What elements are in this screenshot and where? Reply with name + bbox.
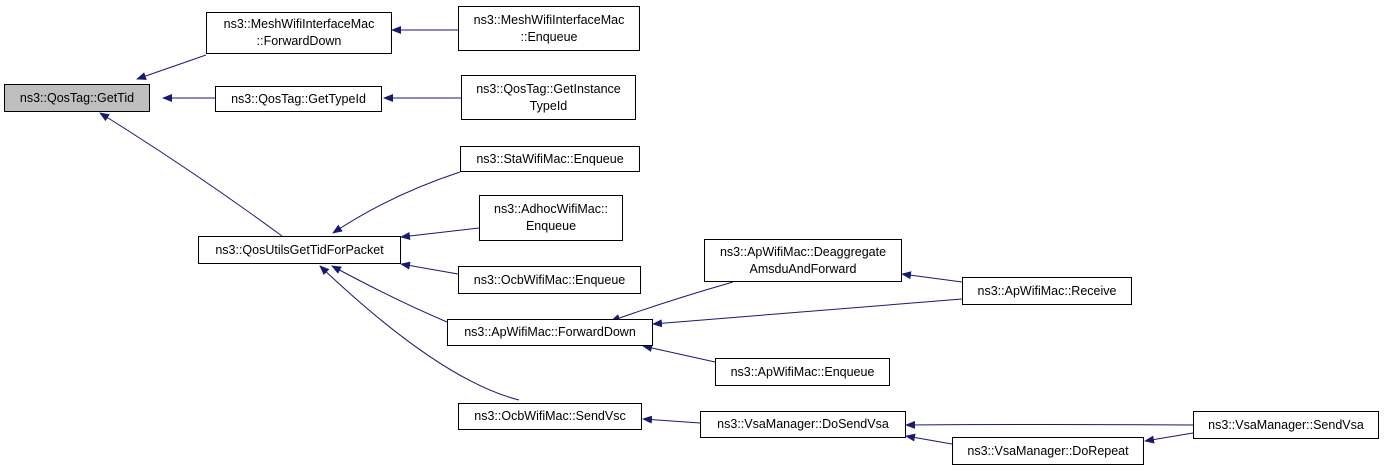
node-vsamanager-dorepeat[interactable]: ns3::VsaManager::DoRepeat bbox=[952, 437, 1144, 465]
node-label-line-2: AmsduAndForward bbox=[749, 261, 857, 276]
node-label: ns3::VsaManager::SendVsa bbox=[1208, 417, 1364, 432]
node-qosutilsgettidforpacket[interactable]: ns3::QosUtilsGetTidForPacket bbox=[198, 236, 401, 264]
edge-apwifimac-forwarddown-to-qosutils bbox=[331, 265, 448, 323]
node-label: ns3::VsaManager::DoRepeat bbox=[967, 443, 1129, 458]
edge-apwifimac-enqueue-to-forwarddown bbox=[642, 344, 716, 363]
edges-layer bbox=[99, 26, 1194, 445]
edge-deaggregate-to-apwifimac-forwarddown bbox=[610, 281, 734, 322]
edge-vsamanager-dorepeat-to-dosendvsa bbox=[905, 433, 953, 445]
edge-apwifimac-receive-to-deaggregate bbox=[901, 271, 963, 283]
node-label: ns3::OcbWifiMac::Enqueue bbox=[473, 272, 626, 287]
node-apwifimac-receive[interactable]: ns3::ApWifiMac::Receive bbox=[962, 277, 1132, 305]
node-apwifimac-deaggregateamsduandforward[interactable]: ns3::ApWifiMac::Deaggregate AmsduAndForw… bbox=[704, 239, 902, 282]
node-adhocwifimac-enqueue[interactable]: ns3::AdhocWifiMac:: Enqueue bbox=[479, 195, 623, 241]
node-label-line-2: ::Enqueue bbox=[520, 29, 578, 44]
edge-vsamanager-sendvsa-to-dorepeat bbox=[1144, 432, 1194, 444]
node-label-line-2: TypeId bbox=[529, 98, 568, 113]
node-qostag-gettypeid[interactable]: ns3::QosTag::GetTypeId bbox=[215, 86, 382, 112]
node-vsamanager-dosendvsa[interactable]: ns3::VsaManager::DoSendVsa bbox=[700, 411, 906, 438]
node-label: ns3::ApWifiMac::Enqueue bbox=[730, 364, 875, 379]
node-ocbwifimac-sendvsc[interactable]: ns3::OcbWifiMac::SendVsc bbox=[458, 403, 642, 430]
edge-ocbwifimac-sendvsc-to-qosutils bbox=[319, 265, 520, 401]
node-label: ns3::ApWifiMac::Receive bbox=[977, 283, 1117, 298]
edge-adhocwifimac-enqueue-to-qosutils bbox=[400, 227, 480, 240]
node-label-line-2: ::ForwardDown bbox=[256, 34, 342, 48]
node-meshwifiinterfacemac-forwarddown[interactable]: ns3::MeshWifiInterfaceMac ::ForwardDown bbox=[206, 12, 392, 54]
node-label: ns3::OcbWifiMac::SendVsc bbox=[474, 409, 626, 423]
node-ocbwifimac-enqueue[interactable]: ns3::OcbWifiMac::Enqueue bbox=[458, 266, 641, 294]
edge-stawifimac-enqueue-to-qosutils bbox=[332, 171, 461, 234]
node-meshwifiinterfacemac-enqueue[interactable]: ns3::MeshWifiInterfaceMac ::Enqueue bbox=[458, 6, 640, 51]
node-vsamanager-sendvsa[interactable]: ns3::VsaManager::SendVsa bbox=[1193, 411, 1379, 439]
node-qostag-getinstancetypeid[interactable]: ns3::QosTag::GetInstance TypeId bbox=[461, 75, 636, 120]
node-apwifimac-enqueue[interactable]: ns3::ApWifiMac::Enqueue bbox=[715, 358, 890, 386]
node-label-line-1: ns3::ApWifiMac::Deaggregate bbox=[719, 244, 887, 259]
node-label-line-1: ns3::MeshWifiInterfaceMac bbox=[223, 17, 375, 31]
edge-ocbwifimac-enqueue-to-qosutils bbox=[400, 261, 459, 275]
node-label: ns3::ApWifiMac::ForwardDown bbox=[464, 325, 636, 339]
edge-vsamanager-dosendvsa-to-sendvsc bbox=[642, 415, 701, 424]
node-label-line-1: ns3::AdhocWifiMac:: bbox=[494, 202, 608, 216]
node-label: ns3::VsaManager::DoSendVsa bbox=[717, 417, 889, 431]
node-label-line-1: ns3::QosTag::GetInstance bbox=[476, 81, 621, 96]
node-label: ns3::QosTag::GetTypeId bbox=[231, 91, 366, 106]
edge-meshwifi-forwarddown-to-gettid bbox=[136, 54, 207, 80]
node-label: ns3::QosTag::GetTid bbox=[19, 90, 135, 105]
node-label: ns3::QosUtilsGetTidForPacket bbox=[215, 242, 384, 257]
node-label-line-2: Enqueue bbox=[525, 219, 577, 233]
edge-vsamanager-sendvsa-to-dosendvsa bbox=[905, 420, 1194, 429]
node-label: ns3::StaWifiMac::Enqueue bbox=[476, 151, 624, 166]
node-stawifimac-enqueue[interactable]: ns3::StaWifiMac::Enqueue bbox=[460, 146, 640, 172]
node-apwifimac-forwarddown[interactable]: ns3::ApWifiMac::ForwardDown bbox=[447, 319, 653, 346]
edge-qosutils-to-gettid bbox=[99, 112, 283, 237]
node-qostag-gettid: ns3::QosTag::GetTid bbox=[4, 84, 150, 112]
edge-apwifimac-receive-to-forwarddown bbox=[652, 298, 963, 328]
node-label-line-1: ns3::MeshWifiInterfaceMac bbox=[473, 12, 625, 27]
